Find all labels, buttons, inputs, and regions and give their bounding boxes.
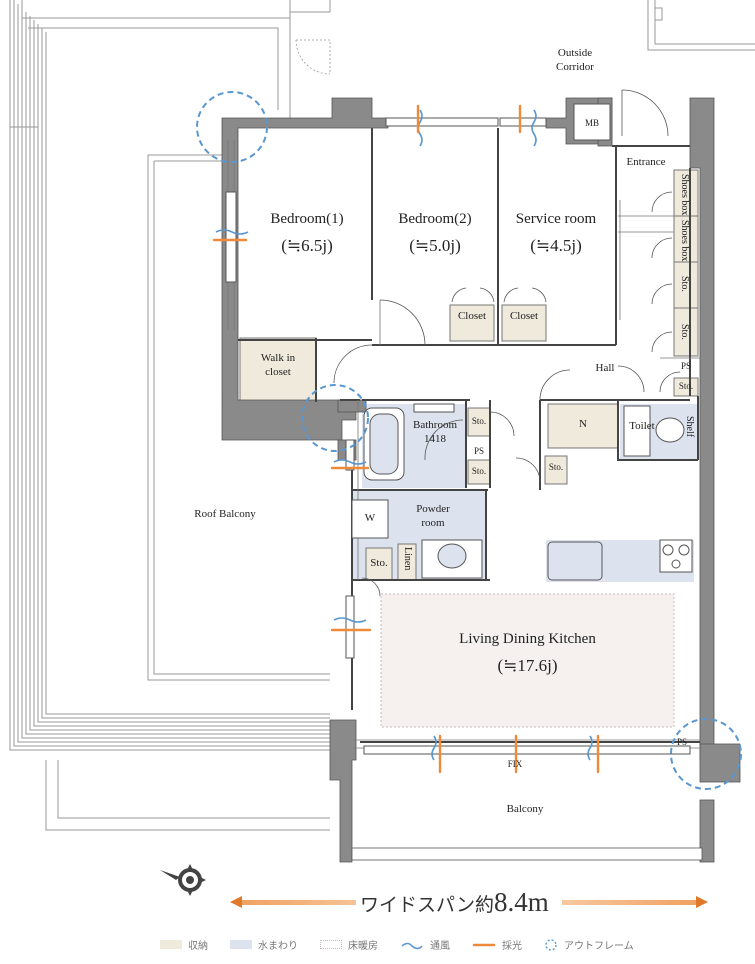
fixtures xyxy=(351,403,693,581)
legend-water-label: 水まわり xyxy=(258,941,298,952)
sto-hall2-label: Sto. xyxy=(548,462,564,472)
sto-powder-label: Sto. xyxy=(370,557,388,569)
legend-heating-swatch xyxy=(320,940,342,949)
powder-room-label: Powder room xyxy=(400,503,466,531)
ps-entrance-label: PS xyxy=(680,361,691,371)
legend-storage-swatch xyxy=(160,940,182,949)
walk-in-closet-line1: Walk in xyxy=(260,352,296,364)
sto-entrance2-label: Sto. xyxy=(679,324,690,340)
shoes-box1-label: Shoes box xyxy=(679,174,690,216)
bathroom-line2: 1418 xyxy=(424,432,446,445)
toilet-label: Toilet xyxy=(629,420,655,432)
outside-corridor-label: Outside Corridor xyxy=(545,47,605,75)
legend-outframe: アウトフレーム xyxy=(544,937,634,952)
bedroom2-name: Bedroom(2) xyxy=(398,211,472,227)
doors xyxy=(333,89,681,597)
legend-light-label: 採光 xyxy=(502,941,522,952)
service-room-name: Service room xyxy=(515,211,597,227)
windows xyxy=(225,117,691,755)
floor-heating-area xyxy=(380,593,675,728)
legend-light: 採光 xyxy=(472,937,522,952)
light-icon xyxy=(472,943,496,946)
bedroom1-size: (≒6.5j) xyxy=(281,235,333,255)
exterior-walls xyxy=(221,97,741,863)
outside-corridor-line1: Outside xyxy=(557,47,593,59)
wind-icon xyxy=(401,942,423,949)
roof-balcony-outline xyxy=(9,0,755,831)
wide-span-value: 8.4m xyxy=(493,887,549,917)
closet2-label: Closet xyxy=(509,310,539,322)
bathroom-line1: Bathroom xyxy=(413,419,457,431)
entrance-label: Entrance xyxy=(626,156,666,168)
wide-span-prefix: ワイドスパン約 xyxy=(360,895,494,916)
sto-bath1-label: Sto. xyxy=(471,416,487,426)
fix-label: FIX xyxy=(507,759,523,769)
ldk-label: Living Dining Kitchen (≒17.6j) xyxy=(381,630,674,676)
powder-room-line2: room xyxy=(421,516,445,529)
legend-wind: 通風 xyxy=(400,937,450,952)
corridor-door xyxy=(295,39,331,75)
legend-outframe-label: アウトフレーム xyxy=(564,941,634,952)
outframe-circles xyxy=(196,91,742,790)
wide-span-label: ワイドスパン約8.4m xyxy=(360,887,549,918)
bedroom2-label: Bedroom(2) (≒5.0j) xyxy=(374,210,496,256)
shoes-box2-label: Shoes box xyxy=(679,220,690,262)
mb-box xyxy=(573,103,611,141)
service-room-size: (≒4.5j) xyxy=(530,235,582,255)
legend-storage: 収納 xyxy=(160,937,208,952)
bathroom-label: Bathroom 1418 xyxy=(404,419,466,447)
roof-balcony-label: Roof Balcony xyxy=(194,508,256,520)
powder-room-line1: Powder xyxy=(416,503,450,515)
storage-areas xyxy=(239,169,699,581)
outside-corridor-line2: Corridor xyxy=(556,60,594,73)
sto-bath2-label: Sto. xyxy=(471,466,487,476)
ps-bath-label: PS xyxy=(473,446,484,456)
n-label: N xyxy=(579,418,587,430)
mb-label: MB xyxy=(584,118,599,128)
linen-label: Linen xyxy=(402,547,413,571)
balcony-label: Balcony xyxy=(506,803,544,815)
hall-label: Hall xyxy=(595,362,615,374)
interior-walls xyxy=(238,128,700,743)
compass-icon xyxy=(160,864,206,896)
legend-water: 水まわり xyxy=(230,937,298,952)
outframe-icon xyxy=(545,938,557,951)
walk-in-closet-line2: closet xyxy=(265,365,291,378)
bedroom1-label: Bedroom(1) (≒6.5j) xyxy=(244,210,370,256)
span-arrow xyxy=(230,888,708,916)
legend-water-swatch xyxy=(230,940,252,949)
ldk-size: (≒17.6j) xyxy=(497,655,558,675)
w-label: W xyxy=(364,512,376,524)
daylight-marks xyxy=(212,104,600,774)
bedroom2-size: (≒5.0j) xyxy=(409,235,461,255)
legend-storage-label: 収納 xyxy=(188,941,208,952)
legend-heating-label: 床暖房 xyxy=(348,941,378,952)
legend-heating: 床暖房 xyxy=(320,937,378,952)
bedroom1-name: Bedroom(1) xyxy=(270,211,344,227)
closet1-label: Closet xyxy=(457,310,487,322)
service-room-label: Service room (≒4.5j) xyxy=(500,210,612,256)
sto-hall-label: Sto. xyxy=(678,381,694,391)
ldk-name: Living Dining Kitchen xyxy=(459,631,596,647)
sto-entrance1-label: Sto. xyxy=(679,276,690,292)
legend: 収納 水まわり 床暖房 通風 採光 アウトフレーム xyxy=(160,937,656,952)
walk-in-closet-label: Walk in closet xyxy=(240,352,316,380)
legend-wind-label: 通風 xyxy=(430,941,450,952)
shelf-label: Shelf xyxy=(684,416,695,438)
ps-ldk-label: PS xyxy=(676,737,687,747)
